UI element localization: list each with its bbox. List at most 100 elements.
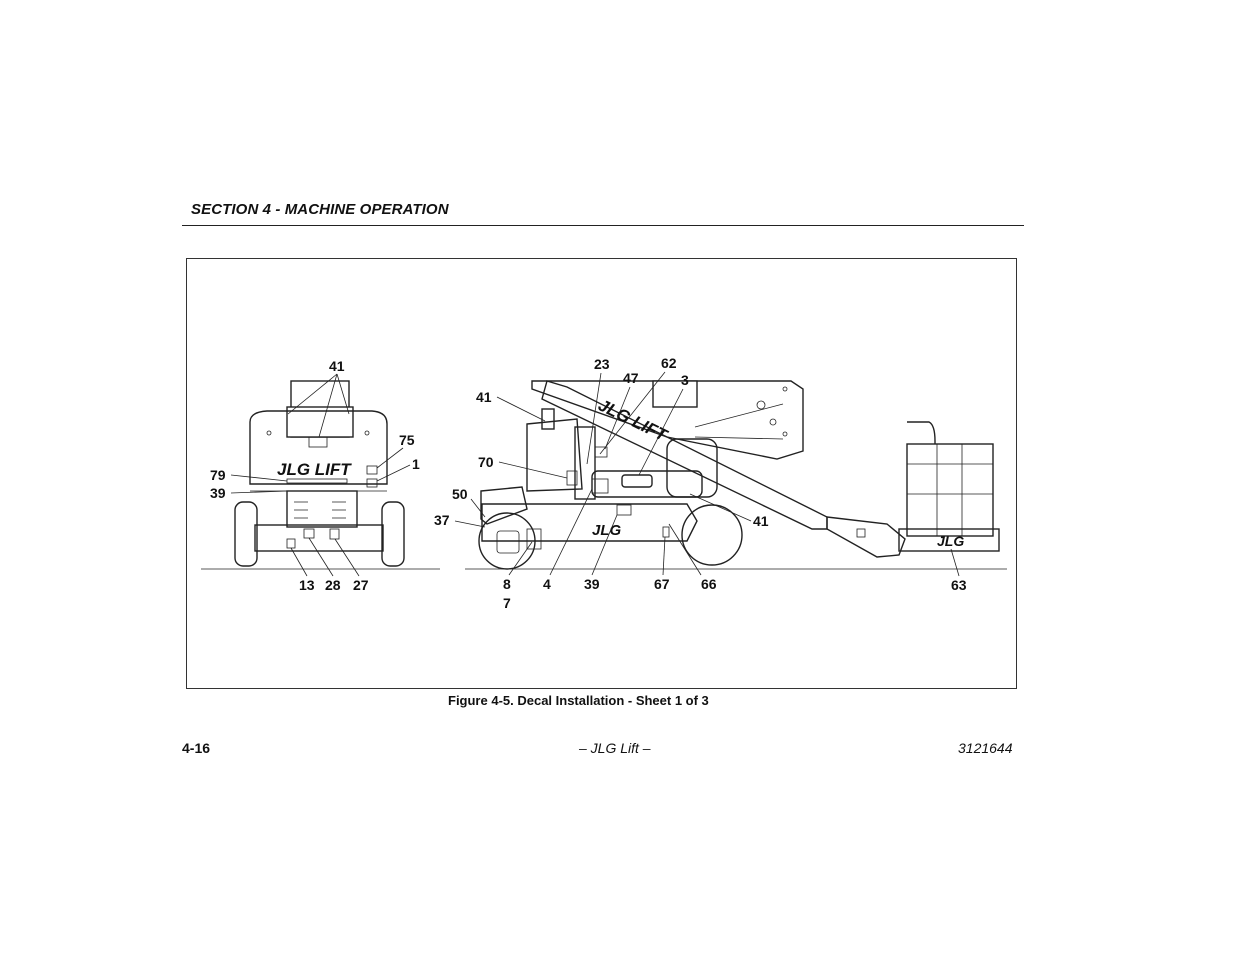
callout-28: 28 bbox=[325, 577, 341, 593]
counterweight bbox=[526, 418, 583, 492]
chassis bbox=[481, 503, 698, 542]
leader-line bbox=[230, 474, 288, 482]
pivot-housing bbox=[666, 438, 718, 498]
header-rule bbox=[182, 225, 1024, 226]
leader-line bbox=[508, 541, 533, 576]
pivot-pin bbox=[782, 431, 788, 437]
side-view-machine: JLG LIFT JLG JLG bbox=[478, 380, 1000, 570]
section-title: SECTION 4 - MACHINE OPERATION bbox=[191, 201, 449, 218]
callout-79: 79 bbox=[210, 467, 226, 483]
leader-line bbox=[308, 537, 334, 577]
leader-line bbox=[638, 388, 684, 476]
callout-4: 4 bbox=[543, 576, 551, 592]
platform-cage bbox=[906, 443, 994, 537]
boom-link bbox=[694, 436, 784, 440]
leader-line bbox=[496, 396, 546, 422]
upper-boom bbox=[531, 380, 804, 460]
leader-line bbox=[230, 490, 288, 494]
decal-47 bbox=[594, 446, 608, 458]
rear-wheel bbox=[681, 504, 743, 566]
pivot-pin bbox=[769, 418, 777, 426]
callout-37: 37 bbox=[434, 512, 450, 528]
callout-67: 67 bbox=[654, 576, 670, 592]
page-number: 4-16 bbox=[182, 740, 211, 756]
rear-logo: JLG LIFT bbox=[277, 460, 352, 479]
callout-1: 1 bbox=[412, 456, 420, 472]
rear-bolt bbox=[364, 430, 370, 436]
callout-8: 8 bbox=[503, 576, 511, 592]
callout-75: 75 bbox=[399, 432, 415, 448]
decal-67 bbox=[662, 526, 670, 538]
document-number: 3121644 bbox=[958, 740, 1013, 756]
leader-line bbox=[498, 461, 568, 479]
callout-63: 63 bbox=[951, 577, 967, 593]
leader-line bbox=[668, 523, 702, 576]
jib bbox=[826, 516, 906, 558]
model-decal bbox=[621, 474, 653, 488]
side-callouts: 23 62 47 3 41 70 50 37 41 8 7 4 39 67 bbox=[434, 355, 967, 611]
pivot-pin bbox=[756, 400, 766, 410]
leader-line bbox=[586, 372, 602, 465]
boom-link bbox=[694, 403, 784, 428]
rear-stripe bbox=[286, 478, 348, 484]
callout-47: 47 bbox=[623, 370, 639, 386]
rear-decal-1 bbox=[366, 478, 378, 488]
rear-wheel-left bbox=[234, 501, 258, 567]
callout-41: 41 bbox=[476, 389, 492, 405]
leader-line bbox=[336, 373, 350, 415]
rear-body bbox=[249, 410, 388, 485]
rear-view-machine: JLG LIFT bbox=[234, 380, 405, 567]
front-hood bbox=[480, 486, 528, 525]
callout-3: 3 bbox=[681, 372, 689, 388]
turntable-column bbox=[574, 426, 596, 500]
leader-line bbox=[470, 498, 486, 518]
rear-axle-frame bbox=[254, 524, 384, 552]
figure-decal-installation: JLG LIFT 41 75 1 79 3 bbox=[186, 258, 1017, 689]
footer-title: – JLG Lift – bbox=[579, 740, 651, 756]
rear-decal-27 bbox=[329, 528, 340, 540]
callout-70: 70 bbox=[478, 454, 494, 470]
rear-decal-28 bbox=[303, 528, 315, 539]
platform-logo: JLG bbox=[937, 533, 964, 549]
chassis-logo: JLG bbox=[592, 522, 622, 539]
callout-23: 23 bbox=[594, 356, 610, 372]
callout-41: 41 bbox=[753, 513, 769, 529]
rear-springs bbox=[294, 501, 346, 519]
rear-tower-window bbox=[286, 406, 354, 438]
rear-callouts: 41 75 1 79 39 13 28 27 bbox=[210, 358, 420, 593]
leader-line bbox=[318, 373, 338, 438]
platform-base bbox=[898, 528, 1000, 552]
leader-line bbox=[689, 493, 752, 522]
rear-decal-13 bbox=[286, 538, 296, 549]
leader-line bbox=[376, 464, 411, 482]
leader-line bbox=[604, 386, 631, 450]
decal-diagram: JLG LIFT 41 75 1 79 3 bbox=[201, 355, 1007, 611]
callout-62: 62 bbox=[661, 355, 677, 371]
callout-50: 50 bbox=[452, 486, 468, 502]
callout-39: 39 bbox=[584, 576, 600, 592]
boom-window bbox=[652, 380, 698, 408]
callout-27: 27 bbox=[353, 577, 369, 593]
callout-7: 7 bbox=[503, 595, 511, 611]
callout-13: 13 bbox=[299, 577, 315, 593]
leader-line bbox=[591, 514, 618, 576]
leader-line bbox=[950, 548, 960, 577]
rear-decal-75 bbox=[366, 465, 378, 475]
leader-line bbox=[334, 538, 360, 577]
mast-stub bbox=[541, 408, 555, 430]
callout-41: 41 bbox=[329, 358, 345, 374]
rear-bolt bbox=[266, 430, 272, 436]
figure-caption: Figure 4-5. Decal Installation - Sheet 1… bbox=[448, 693, 709, 708]
rear-wheel-right bbox=[381, 501, 405, 567]
jib-decal bbox=[856, 528, 866, 538]
pivot-pin bbox=[782, 386, 788, 392]
leader-line bbox=[287, 373, 338, 415]
callout-66: 66 bbox=[701, 576, 717, 592]
front-wheel bbox=[478, 512, 536, 570]
platform-handrail bbox=[907, 421, 936, 444]
rear-chassis bbox=[286, 490, 358, 528]
leader-line bbox=[454, 520, 486, 528]
decal-39 bbox=[616, 504, 632, 516]
decal-4 bbox=[591, 478, 609, 494]
leader-line bbox=[599, 371, 666, 455]
